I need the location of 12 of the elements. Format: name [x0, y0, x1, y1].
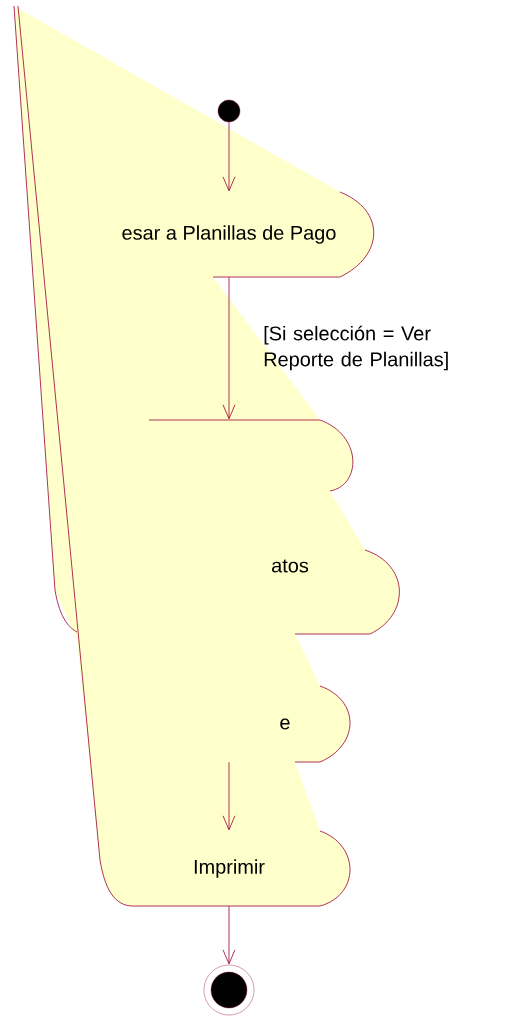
- guard-label: [Si selección = Ver Reporte de Planillas]: [264, 325, 448, 371]
- activity-box: e: [280, 685, 351, 763]
- arrow: [222, 276, 236, 420]
- activity-box: Imprimir: [132, 830, 351, 907]
- arrow: [222, 905, 236, 965]
- activity-box: atos: [272, 549, 400, 635]
- activity-box: [148, 419, 354, 492]
- start-dot: [217, 99, 241, 123]
- arrow: [222, 121, 236, 192]
- end-dot: [203, 964, 255, 1016]
- activity-box: esar a Planillas de Pago: [122, 191, 375, 278]
- arrow: [222, 761, 236, 831]
